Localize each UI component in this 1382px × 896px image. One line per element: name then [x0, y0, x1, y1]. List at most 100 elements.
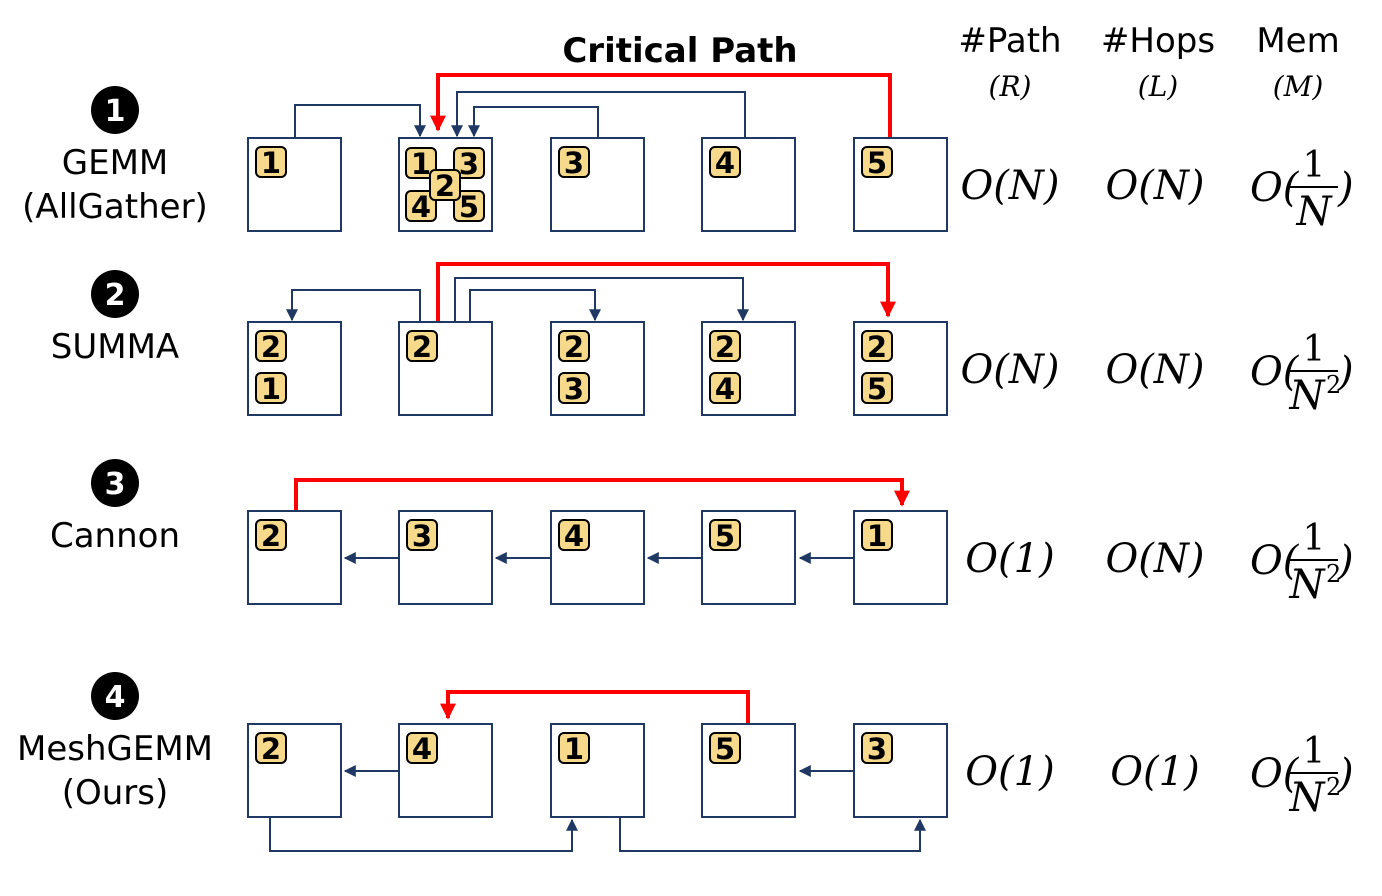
data-block-label: 2 [412, 330, 432, 364]
column-headers: #Path (R) #Hops (L) Mem (M) [958, 21, 1339, 103]
header-mem: Mem [1256, 21, 1339, 61]
method-name-line: MeshGEMM [17, 729, 213, 769]
data-block: 1 [861, 519, 893, 553]
data-block: 4 [558, 519, 590, 553]
data-block-label: 2 [564, 330, 584, 364]
data-block-label: 2 [435, 169, 455, 203]
data-block: 4 [405, 190, 437, 224]
path-complexity: O(1) [965, 749, 1054, 795]
device-box: 4 [398, 723, 493, 818]
data-block: 5 [861, 146, 893, 180]
data-block: 2 [709, 330, 741, 364]
memory-denominator: N [1289, 373, 1327, 419]
data-block: 3 [558, 372, 590, 406]
memory-numerator: 1 [1303, 145, 1326, 186]
device-box: 5 [701, 510, 796, 605]
data-block: 2 [429, 169, 461, 203]
data-block-label: 4 [715, 146, 735, 180]
data-block-label: 2 [261, 330, 281, 364]
critical-path-r3 [294, 478, 910, 511]
memory-exponent: 2 [1326, 560, 1341, 588]
row-number: 4 [105, 680, 126, 715]
data-block: 2 [255, 519, 287, 553]
hops-complexity: O(N) [1105, 536, 1204, 582]
device-box: 1 [550, 723, 645, 818]
device-box: 24 [701, 321, 796, 416]
critical-path-label: Critical Path [562, 31, 797, 71]
path-complexity: O(N) [960, 347, 1059, 393]
data-block: 5 [709, 732, 741, 766]
data-block-label: 5 [459, 190, 479, 224]
link-r1-3-to-2 [468, 106, 599, 138]
memory-suffix: ) [1337, 165, 1354, 211]
device-box: 4 [550, 510, 645, 605]
row-number-badge [91, 672, 139, 720]
link-r2-2-to-1 [286, 289, 421, 322]
data-block-label: 3 [867, 732, 887, 766]
row-number-badge [91, 86, 139, 134]
row-number: 2 [105, 278, 126, 313]
data-block-label: 4 [412, 732, 432, 766]
data-block-label: 5 [867, 372, 887, 406]
row-number: 1 [105, 94, 126, 129]
link-r1-4-to-2 [451, 91, 746, 138]
device-box: 1 [247, 137, 342, 232]
device-box: 3 [853, 723, 948, 818]
link-r2-2-to-3 [469, 289, 601, 322]
link-r1-1-to-2 [294, 104, 426, 138]
data-block-label: 1 [411, 147, 431, 181]
memory-exponent: 2 [1326, 371, 1341, 399]
data-block: 2 [861, 330, 893, 364]
data-block-label: 2 [715, 330, 735, 364]
hops-complexity: O(N) [1105, 163, 1204, 209]
data-block-label: 5 [715, 519, 735, 553]
memory-suffix: ) [1337, 349, 1354, 395]
data-block-label: 3 [412, 519, 432, 553]
device-box: 3 [398, 510, 493, 605]
device-box: 3 [550, 137, 645, 232]
method-name-line: GEMM [62, 143, 169, 183]
data-block-label: 3 [564, 372, 584, 406]
memory-numerator: 1 [1303, 731, 1326, 772]
data-block: 2 [406, 330, 438, 364]
device-box: 1 [853, 510, 948, 605]
data-block-label: 1 [564, 732, 584, 766]
header-path: #Path [958, 21, 1061, 61]
data-block-label: 2 [261, 732, 281, 766]
memory-suffix: ) [1337, 538, 1354, 584]
memory-numerator: 1 [1303, 329, 1326, 370]
hops-complexity: O(1) [1110, 749, 1199, 795]
device-box: 5 [701, 723, 796, 818]
data-block-label: 4 [411, 190, 431, 224]
device-box: 2 [398, 321, 493, 416]
data-block: 5 [861, 372, 893, 406]
data-block: 3 [558, 146, 590, 180]
data-block: 2 [558, 330, 590, 364]
header-hops-symbol: (L) [1138, 70, 1178, 103]
critical-path-r2 [436, 262, 896, 322]
data-block-label: 2 [261, 519, 281, 553]
device-box: 5 [853, 137, 948, 232]
memory-complexity: O(1N) [1250, 145, 1354, 235]
path-complexity: O(N) [960, 163, 1059, 209]
link-r2-2-to-4 [454, 277, 749, 322]
row-number-badge [91, 270, 139, 318]
data-block-label: 5 [715, 732, 735, 766]
device-box: 2 [247, 723, 342, 818]
data-block: 3 [453, 147, 485, 181]
method-name-line: SUMMA [51, 327, 179, 367]
data-block-label: 5 [867, 146, 887, 180]
data-block: 2 [255, 732, 287, 766]
data-block: 4 [709, 372, 741, 406]
data-block: 3 [861, 732, 893, 766]
data-block-label: 1 [867, 519, 887, 553]
link-r4-1-to-3 [269, 818, 578, 852]
connections [269, 73, 926, 852]
